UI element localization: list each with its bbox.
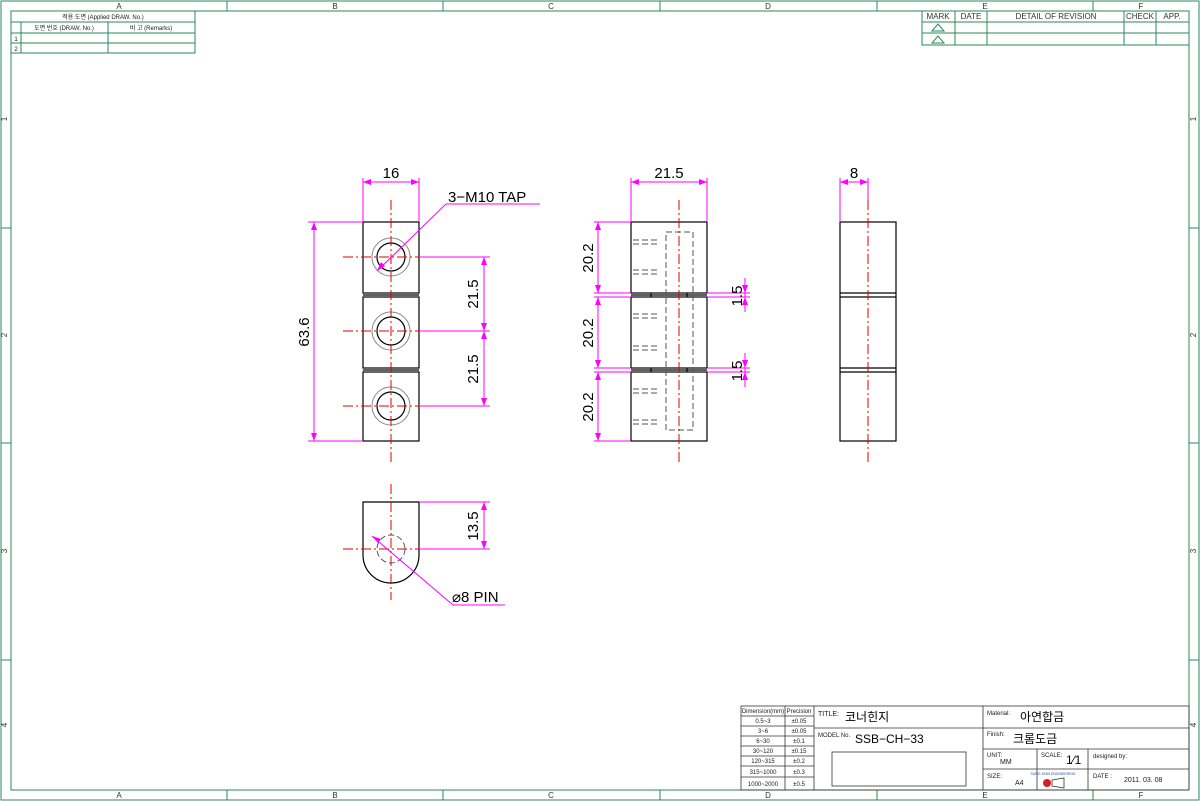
revision-date-header: DATE <box>961 12 982 21</box>
zone-col-d-bottom: D <box>765 791 771 800</box>
tap-callout: 3−M10 TAP <box>448 189 526 206</box>
zone-col-c-top: C <box>548 2 554 11</box>
unit-label: UNIT: <box>987 753 1002 759</box>
zone-row-1-left: 1 <box>0 116 9 121</box>
zone-row-4-left: 4 <box>0 722 9 727</box>
revision-check-header: CHECK <box>1126 12 1155 21</box>
zone-col-f-top: F <box>1139 2 1144 11</box>
revision-detail-header: DETAIL OF REVISION <box>1016 12 1097 21</box>
dim-side-width: 21.5 <box>654 165 683 182</box>
applied-table-row-1: 1 <box>14 37 18 43</box>
tolerance-value: ±0.5 <box>793 782 805 788</box>
revision-triangle-icon <box>930 23 946 32</box>
front-view-dimensions <box>308 178 540 442</box>
finish-value: 크롬도금 <box>1013 732 1057 746</box>
zone-row-3-right: 3 <box>1189 548 1198 553</box>
tolerance-value: ±0.05 <box>792 719 808 725</box>
dim-right-width: 8 <box>850 165 858 182</box>
dim-knuckle-upper: 20.2 <box>580 243 597 272</box>
bottom-view-dimensions <box>371 501 505 606</box>
tolerance-header-precision: Precision <box>787 709 812 715</box>
scale-label: SCALE: <box>1041 753 1063 759</box>
dim-front-width: 16 <box>383 165 400 182</box>
zone-row-2-right: 2 <box>1189 332 1198 337</box>
dim-knuckle-middle: 20.2 <box>580 318 597 347</box>
zone-row-2-left: 2 <box>0 332 9 337</box>
model-label: MODEL No. <box>818 733 850 739</box>
applied-table-header: 적용 도면 (Applied DRAW. No.) <box>62 13 144 21</box>
date-label: DATE : <box>1093 774 1112 780</box>
zone-row-1-right: 1 <box>1189 116 1198 121</box>
dim-front-height: 63.6 <box>296 317 313 346</box>
scale-value: 1⁄1 <box>1066 753 1082 767</box>
designed-by-label: designed by: <box>1093 754 1127 760</box>
zone-col-e-top: E <box>982 2 987 11</box>
tolerance-value: ±0.1 <box>793 739 805 745</box>
zone-col-a-top: A <box>116 2 122 11</box>
unit-value: MM <box>1000 759 1012 766</box>
title-block <box>740 705 1190 791</box>
drawing-title: 코너힌지 <box>845 710 889 724</box>
dim-bottom-offset: 13.5 <box>465 511 482 540</box>
tolerance-range: 30~120 <box>753 749 774 755</box>
revision-triangle-icon <box>930 35 946 44</box>
revision-app-header: APP. <box>1163 12 1180 21</box>
tolerance-value: ±0.05 <box>792 729 808 735</box>
applied-table-col-no: 도면 번호 (DRAW. No.) <box>34 24 94 32</box>
tolerance-range: 120~315 <box>751 759 775 765</box>
pin-callout: ⌀8 PIN <box>452 589 499 606</box>
zone-row-4-right: 4 <box>1189 722 1198 727</box>
applied-drawing-table <box>10 10 196 54</box>
tolerance-value: ±0.15 <box>792 749 808 755</box>
applied-table-col-remarks: 비 고 (Remarks) <box>130 24 172 32</box>
side-view <box>630 200 708 462</box>
bottom-view <box>343 484 440 600</box>
zone-col-d-top: D <box>765 2 771 11</box>
right-view <box>839 200 897 462</box>
tolerance-value: ±0.2 <box>793 759 805 765</box>
tolerance-range: 0.5~3 <box>755 719 771 725</box>
right-view-dimensions <box>839 178 869 222</box>
zone-col-b-bottom: B <box>332 791 337 800</box>
tolerance-range: 315~1000 <box>750 770 778 776</box>
revision-mark-header: MARK <box>926 12 950 21</box>
dim-gap-upper: 1.5 <box>729 286 746 307</box>
side-view-dimensions <box>594 178 750 442</box>
dim-pitch-upper: 21.5 <box>465 279 482 308</box>
size-value: A4 <box>1015 780 1024 787</box>
zone-col-f-bottom: F <box>1139 791 1144 800</box>
dim-knuckle-lower: 20.2 <box>580 392 597 421</box>
company-logo: SUNG SHIN ENGINEERING <box>1031 772 1076 789</box>
svg-text:SUNG SHIN ENGINEERING: SUNG SHIN ENGINEERING <box>1031 772 1076 776</box>
title-label: TITLE: <box>818 711 839 718</box>
tolerance-header-dimension: Dimension(mm) <box>742 709 784 715</box>
zone-row-3-left: 3 <box>0 548 9 553</box>
tolerance-range: 3~6 <box>758 729 769 735</box>
finish-label: Finish: <box>987 732 1005 738</box>
zone-col-e-bottom: E <box>982 791 987 800</box>
zone-col-b-top: B <box>332 2 337 11</box>
zone-col-a-bottom: A <box>116 791 122 800</box>
model-number: SSB−CH−33 <box>855 732 924 746</box>
dim-pitch-lower: 21.5 <box>465 354 482 383</box>
revision-table <box>921 10 1190 46</box>
tolerance-value: ±0.3 <box>793 770 805 776</box>
material-label: Material: <box>987 711 1010 717</box>
applied-table-row-2: 2 <box>14 47 18 53</box>
date-value: 2011. 03. 08 <box>1124 777 1163 784</box>
size-label: SIZE: <box>987 774 1002 780</box>
dim-gap-lower: 1.5 <box>729 361 746 382</box>
zone-col-c-bottom: C <box>548 791 554 800</box>
tolerance-range: 1000~2000 <box>748 782 779 788</box>
tolerance-range: 6~30 <box>756 739 770 745</box>
material-value: 아연합금 <box>1020 710 1064 724</box>
